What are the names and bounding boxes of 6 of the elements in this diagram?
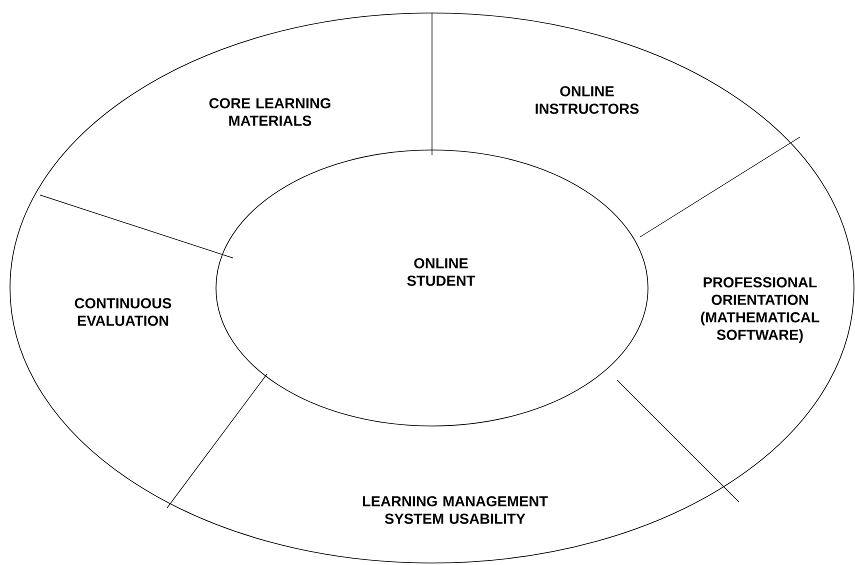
sector-label: CORE LEARNING MATERIALS — [209, 98, 330, 126]
ring-ellipse — [10, 12, 854, 564]
sector-label: PROFESSIONAL ORIENTATION (MATHEMATICAL SOFTWARE) — [701, 277, 820, 343]
sector-label: LEARNING MANAGEMENT SYSTEM USABILITY — [362, 496, 548, 524]
sector-label: CONTINUOUS EVALUATION — [74, 298, 172, 326]
sector-label: ONLINE INSTRUCTORS — [536, 86, 639, 114]
